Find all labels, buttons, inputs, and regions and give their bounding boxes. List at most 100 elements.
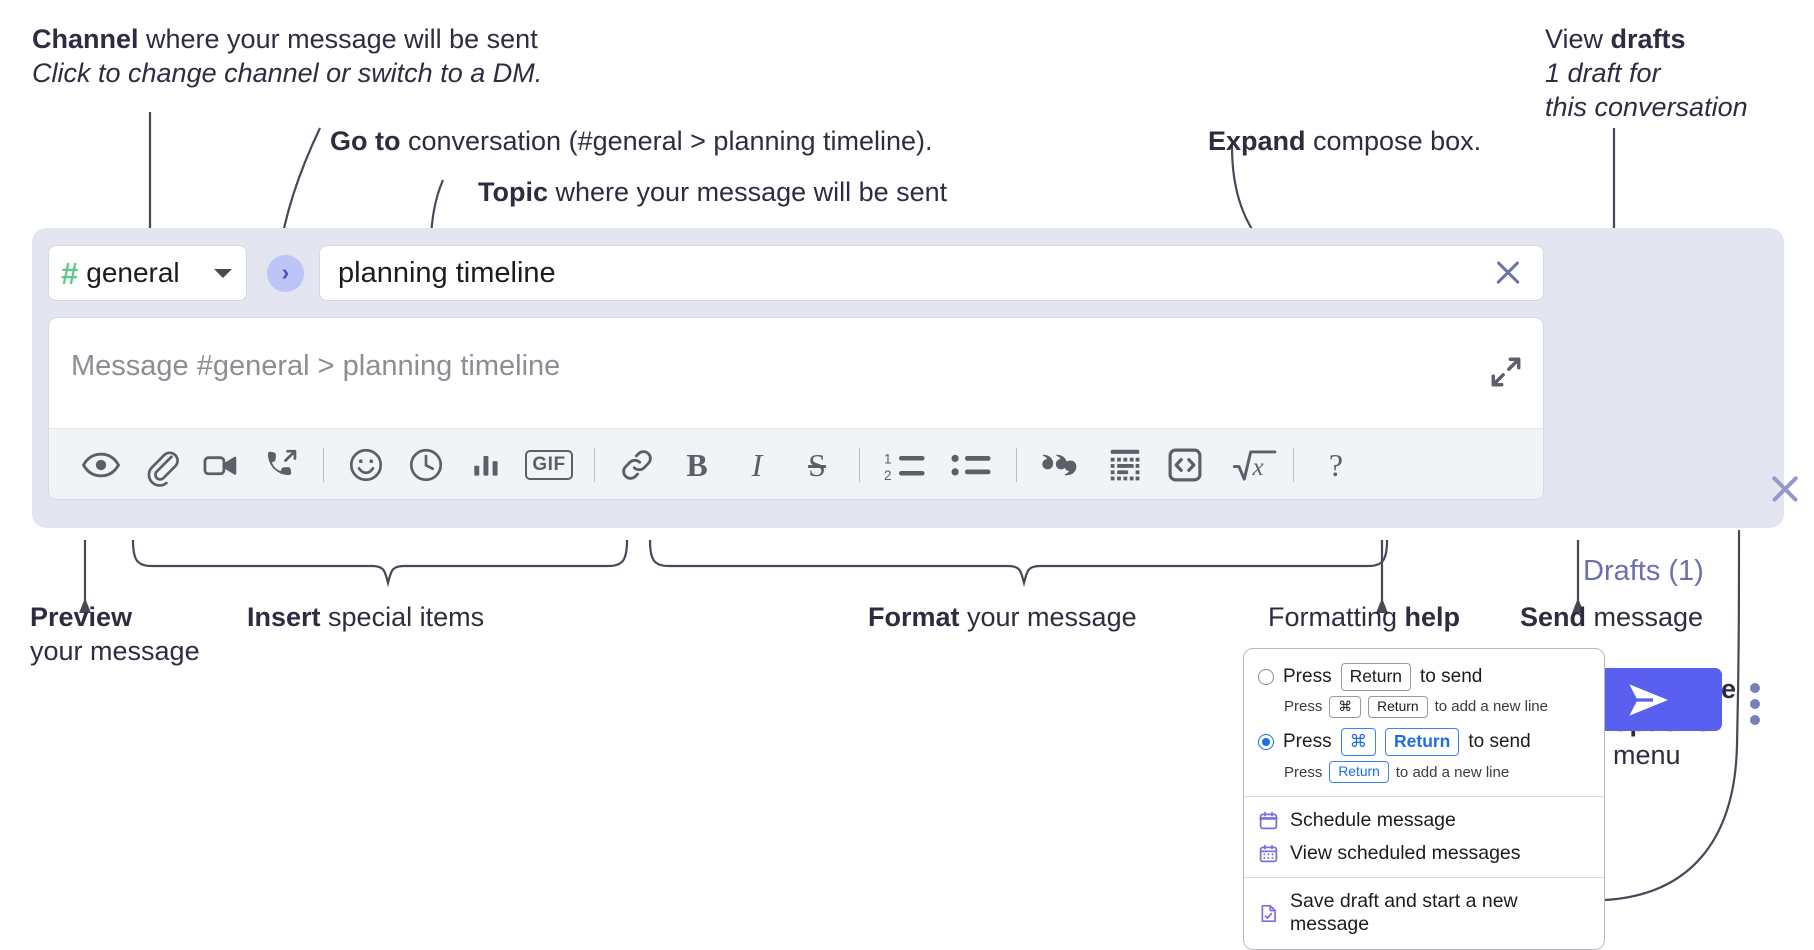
- annotation-send-rest: message: [1586, 602, 1704, 632]
- annotation-goto-bold: Go to: [330, 126, 401, 156]
- option-sub-pre: Press: [1284, 763, 1323, 781]
- menu-item-label: Schedule message: [1290, 809, 1456, 832]
- attachment-paperclip-icon[interactable]: [131, 435, 191, 495]
- help-arrowhead: [1376, 598, 1388, 613]
- blockquote-icon[interactable]: [1029, 435, 1095, 495]
- bulleted-list-icon[interactable]: [938, 435, 1004, 495]
- annotation-insert-bold: Insert: [247, 602, 321, 632]
- message-input[interactable]: Message #general > planning timeline: [49, 318, 1543, 429]
- option-sub-post: to add a new line: [1395, 763, 1510, 781]
- bold-icon[interactable]: B: [667, 435, 727, 495]
- annotation-preview-bold: Preview: [30, 602, 133, 632]
- annotation-help-plain: Formatting: [1268, 602, 1405, 632]
- insert-brace: [131, 539, 629, 588]
- channel-name: general: [86, 257, 180, 288]
- option-press-cmd-return-to-send[interactable]: Press ⌘ Return to send: [1244, 724, 1604, 760]
- option-press-return-to-send[interactable]: Press Return to send: [1244, 659, 1604, 695]
- annotation-compose-options-rest: menu: [1613, 739, 1681, 770]
- annotation-drafts-italic2: this conversation: [1545, 92, 1748, 123]
- topic-value: planning timeline: [338, 256, 556, 289]
- strike-label: S: [808, 446, 826, 483]
- preview-arrowhead: [79, 598, 91, 613]
- menu-item-save-draft-new-message[interactable]: Save draft and start a new message: [1244, 885, 1604, 941]
- chevron-down-icon: [214, 268, 232, 278]
- annotation-insert: Insert special items: [247, 600, 484, 634]
- annotation-expand-bold: Expand: [1208, 126, 1306, 156]
- draft-check-icon: [1258, 903, 1279, 924]
- annotation-drafts-italic1: 1 draft for: [1545, 58, 1661, 89]
- strikethrough-icon[interactable]: S: [787, 435, 847, 495]
- audio-call-icon[interactable]: [251, 435, 311, 495]
- math-latex-icon[interactable]: x: [1215, 435, 1281, 495]
- option-post: to send: [1468, 731, 1531, 753]
- bold-label: B: [686, 446, 708, 483]
- annotation-drafts-plain: View: [1545, 24, 1611, 54]
- calendar-grid-icon: [1258, 843, 1279, 864]
- close-icon[interactable]: [1767, 471, 1803, 507]
- italic-icon[interactable]: I: [727, 435, 787, 495]
- gif-icon[interactable]: GIF: [516, 435, 582, 495]
- kebab-dot: [1750, 699, 1760, 709]
- kebab-dot: [1750, 715, 1760, 725]
- annotation-drafts: View drafts 1 draft for this conversatio…: [1545, 22, 1748, 124]
- expand-icon[interactable]: [1489, 355, 1523, 389]
- key-return: Return: [1340, 663, 1412, 691]
- kebab-dot: [1750, 683, 1760, 693]
- annotation-drafts-bold: drafts: [1610, 24, 1686, 54]
- compose-options-leader: [1604, 529, 1741, 902]
- ordered-list-icon[interactable]: 1 2: [872, 435, 938, 495]
- close-icon[interactable]: [1491, 256, 1525, 290]
- annotation-expand: Expand compose box.: [1208, 124, 1481, 158]
- drafts-link[interactable]: Drafts (1): [1583, 555, 1704, 587]
- message-box: Message #general > planning timeline: [48, 317, 1544, 500]
- radio-selected-icon[interactable]: [1258, 734, 1274, 751]
- toolbar-divider: [1293, 448, 1294, 482]
- option-sub-post: to add a new line: [1434, 698, 1548, 716]
- inline-code-icon[interactable]: [1155, 435, 1215, 495]
- menu-item-label: Save draft and start a new message: [1290, 890, 1518, 936]
- option-press-return-sub: Press ⌘ Return to add a new line: [1244, 695, 1604, 725]
- emoji-smiley-icon[interactable]: [336, 435, 396, 495]
- toolbar-divider: [1016, 448, 1017, 482]
- preview-eye-icon[interactable]: [71, 435, 131, 495]
- menu-item-schedule-message[interactable]: Schedule message: [1244, 804, 1604, 837]
- annotation-format: Format your message: [868, 600, 1137, 634]
- poll-bar-chart-icon[interactable]: [456, 435, 516, 495]
- help-label: ?: [1328, 446, 1344, 483]
- chevron-right-icon: ›: [281, 259, 290, 285]
- link-icon[interactable]: [607, 435, 667, 495]
- format-brace: [648, 539, 1389, 588]
- compose-options-button[interactable]: [1750, 683, 1760, 725]
- annotation-channel-bold: Channel: [32, 24, 139, 54]
- annotation-goto-rest: conversation (#general > planning timeli…: [400, 126, 933, 156]
- channel-selector[interactable]: # general: [48, 245, 247, 301]
- annotation-format-rest: your message: [959, 602, 1137, 632]
- option-pre: Press: [1283, 665, 1332, 687]
- key-command: ⌘: [1340, 728, 1377, 756]
- menu-item-view-scheduled-messages[interactable]: View scheduled messages: [1244, 837, 1604, 870]
- video-camera-icon[interactable]: [191, 435, 251, 495]
- annotation-help-bold: help: [1404, 602, 1461, 632]
- goto-conversation-button[interactable]: ›: [267, 255, 304, 292]
- formatting-toolbar: GIF B I S: [49, 429, 1543, 499]
- annotation-topic-bold: Topic: [478, 177, 548, 207]
- clock-icon[interactable]: [396, 435, 456, 495]
- annotation-expand-rest: compose box.: [1305, 126, 1482, 156]
- toolbar-divider: [323, 448, 324, 482]
- option-pre: Press: [1283, 731, 1332, 753]
- key-return: Return: [1368, 695, 1428, 719]
- topic-input[interactable]: planning timeline: [319, 245, 1544, 301]
- hash-icon: #: [61, 255, 78, 291]
- formatting-help-icon[interactable]: ?: [1306, 435, 1366, 495]
- annotation-help: Formatting help: [1268, 600, 1460, 634]
- annotation-send-bold: Send: [1520, 602, 1587, 632]
- toolbar-divider: [594, 448, 595, 482]
- calendar-icon: [1258, 810, 1279, 831]
- code-block-icon[interactable]: [1095, 435, 1155, 495]
- svg-text:2: 2: [884, 468, 892, 483]
- key-return: Return: [1385, 728, 1460, 756]
- radio-unselected-icon[interactable]: [1258, 668, 1274, 685]
- send-arrowhead: [1572, 598, 1584, 613]
- annotation-send: Send message: [1520, 600, 1703, 634]
- menu-item-label: View scheduled messages: [1290, 842, 1521, 865]
